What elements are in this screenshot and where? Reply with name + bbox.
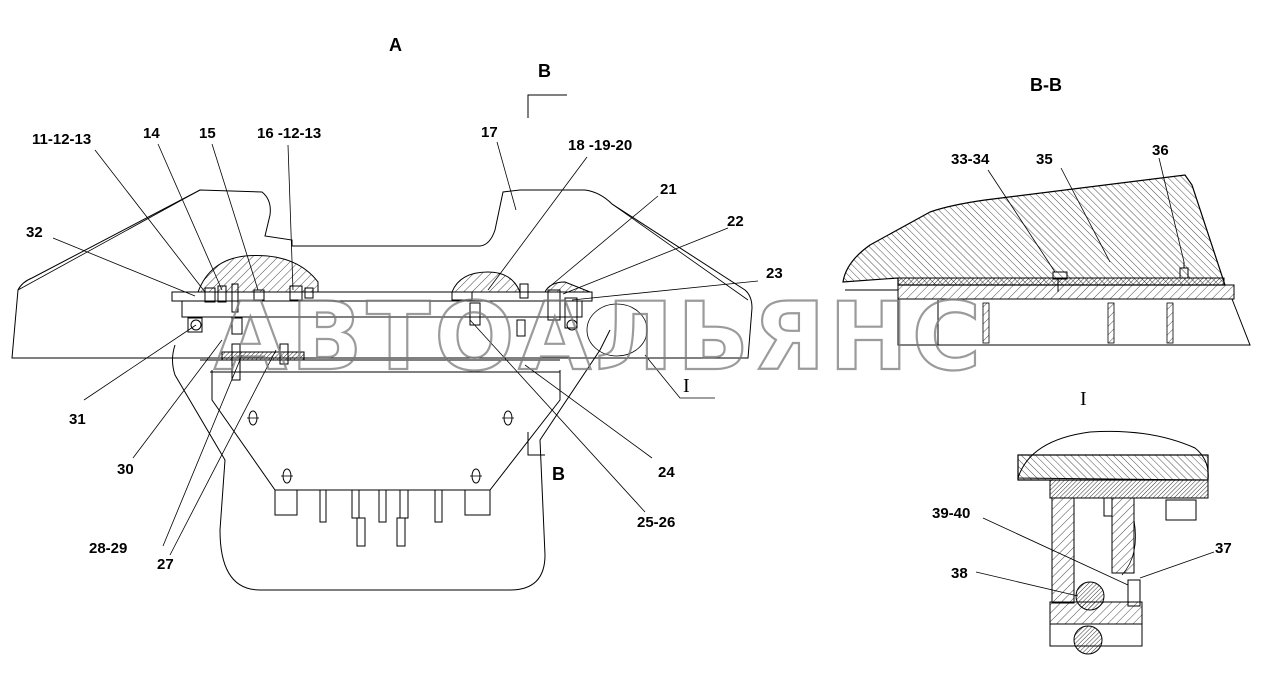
seat-outline — [11, 189, 753, 359]
callout-15: 15 — [199, 125, 216, 142]
callout-22: 22 — [727, 213, 744, 230]
detail-i-drawing — [1017, 430, 1209, 655]
callout-24: 24 — [658, 464, 675, 481]
detail-label-i: I — [1080, 388, 1087, 410]
cushion-section-left — [197, 255, 319, 293]
frame-bolts — [187, 283, 578, 337]
rail-bolt-left — [231, 343, 241, 381]
section-label-b-top: B — [538, 61, 551, 81]
detail-i-leader — [644, 354, 715, 399]
callout-37: 37 — [1215, 540, 1232, 557]
callout-27: 27 — [157, 556, 174, 573]
callout-39-40: 39-40 — [932, 505, 970, 522]
detail-cushion-section — [1017, 454, 1209, 481]
slide-rail — [221, 351, 305, 361]
detail-i-circle — [586, 303, 648, 357]
detail-curve — [1121, 519, 1136, 576]
callout-21: 21 — [660, 181, 677, 198]
detail-roller-2 — [1073, 625, 1103, 655]
detail-marker-i: I — [683, 375, 690, 397]
view-a-drawing — [11, 94, 753, 591]
detail-right-bracket — [1111, 497, 1135, 574]
callout-11-12-13: 11-12-13 — [32, 131, 91, 148]
base-bracket-outer — [172, 329, 611, 591]
callout-23: 23 — [766, 265, 783, 282]
detail-nut — [1165, 499, 1197, 521]
detail-roller — [1075, 581, 1105, 611]
section-bb-drawing — [842, 174, 1251, 346]
callout-32: 32 — [26, 224, 43, 241]
seat-cushion-section — [842, 174, 1226, 286]
rib-4 — [1166, 302, 1174, 344]
callout-17: 17 — [481, 124, 498, 141]
callout-14: 14 — [143, 125, 160, 142]
detail-bolt-1 — [1103, 497, 1113, 517]
rail-bolt-right — [279, 343, 289, 365]
section-label-bb: B-B — [1030, 75, 1062, 95]
watermark-text: АВТОАЛЬЯНС — [214, 283, 985, 392]
callout-16-12-13: 16 -12-13 — [257, 125, 321, 142]
callout-38: 38 — [951, 565, 968, 582]
section-label-b-bottom: B — [552, 464, 565, 484]
section-mark-b-bottom — [527, 432, 545, 456]
detail-plate — [1049, 479, 1209, 499]
fastener-33-34 — [1052, 271, 1068, 280]
callout-36: 36 — [1152, 142, 1169, 159]
bottom-lugs — [274, 489, 491, 547]
mounting-holes — [247, 410, 514, 484]
detail-pin-37 — [1127, 579, 1141, 607]
callout-31: 31 — [69, 411, 86, 428]
leader-lines — [52, 141, 1215, 597]
view-label-a: A — [389, 35, 402, 55]
seat-edge-line — [17, 189, 201, 291]
rib-2 — [982, 302, 990, 344]
callout-33-34: 33-34 — [951, 151, 990, 168]
detail-left-bracket — [1051, 497, 1075, 604]
callout-18-19-20: 18 -19-20 — [568, 137, 632, 154]
callout-25-26: 25-26 — [637, 514, 675, 531]
callout-35: 35 — [1036, 151, 1053, 168]
cushion-section-middle — [451, 271, 521, 293]
callout-30: 30 — [117, 461, 134, 478]
rib-3 — [1107, 302, 1115, 344]
callout-28-29: 28-29 — [89, 540, 127, 557]
section-mark-b-top — [527, 94, 567, 118]
seat-pan-outline — [845, 289, 1251, 346]
